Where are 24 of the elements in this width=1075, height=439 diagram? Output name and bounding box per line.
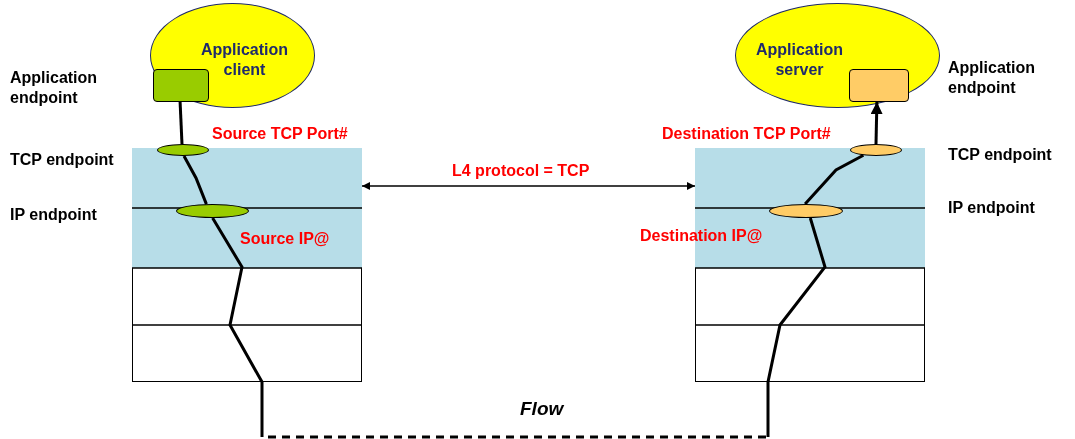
endpoint-caption: Destination TCP Port#: [662, 124, 832, 144]
side-label: IP endpoint: [10, 205, 98, 225]
ellipse-node: [157, 144, 209, 156]
node-label: Application client: [199, 40, 290, 80]
flow-line: [178, 101, 184, 145]
endpoint-box: [153, 69, 209, 102]
endpoint-caption: Source IP@: [240, 229, 331, 249]
arrow: [361, 182, 696, 190]
flow-line: [804, 153, 865, 205]
endpoint-box: [849, 69, 909, 102]
ellipse-node: [850, 144, 902, 156]
endpoint-caption: Source TCP Port#: [212, 124, 349, 144]
side-label: TCP endpoint: [10, 150, 115, 170]
edge-label: L4 protocol = TCP: [450, 161, 592, 181]
flow-line: [182, 155, 208, 205]
protocol-stack: [132, 148, 362, 382]
endpoint-caption: Destination IP@: [640, 226, 764, 246]
side-label: Application endpoint: [10, 68, 99, 108]
side-label: IP endpoint: [948, 198, 1036, 218]
node-label: Application server: [754, 40, 845, 80]
arrow: [870, 101, 883, 145]
side-label: TCP endpoint: [948, 145, 1053, 165]
flow-line: [211, 217, 827, 439]
side-label: Application endpoint: [948, 58, 1037, 98]
